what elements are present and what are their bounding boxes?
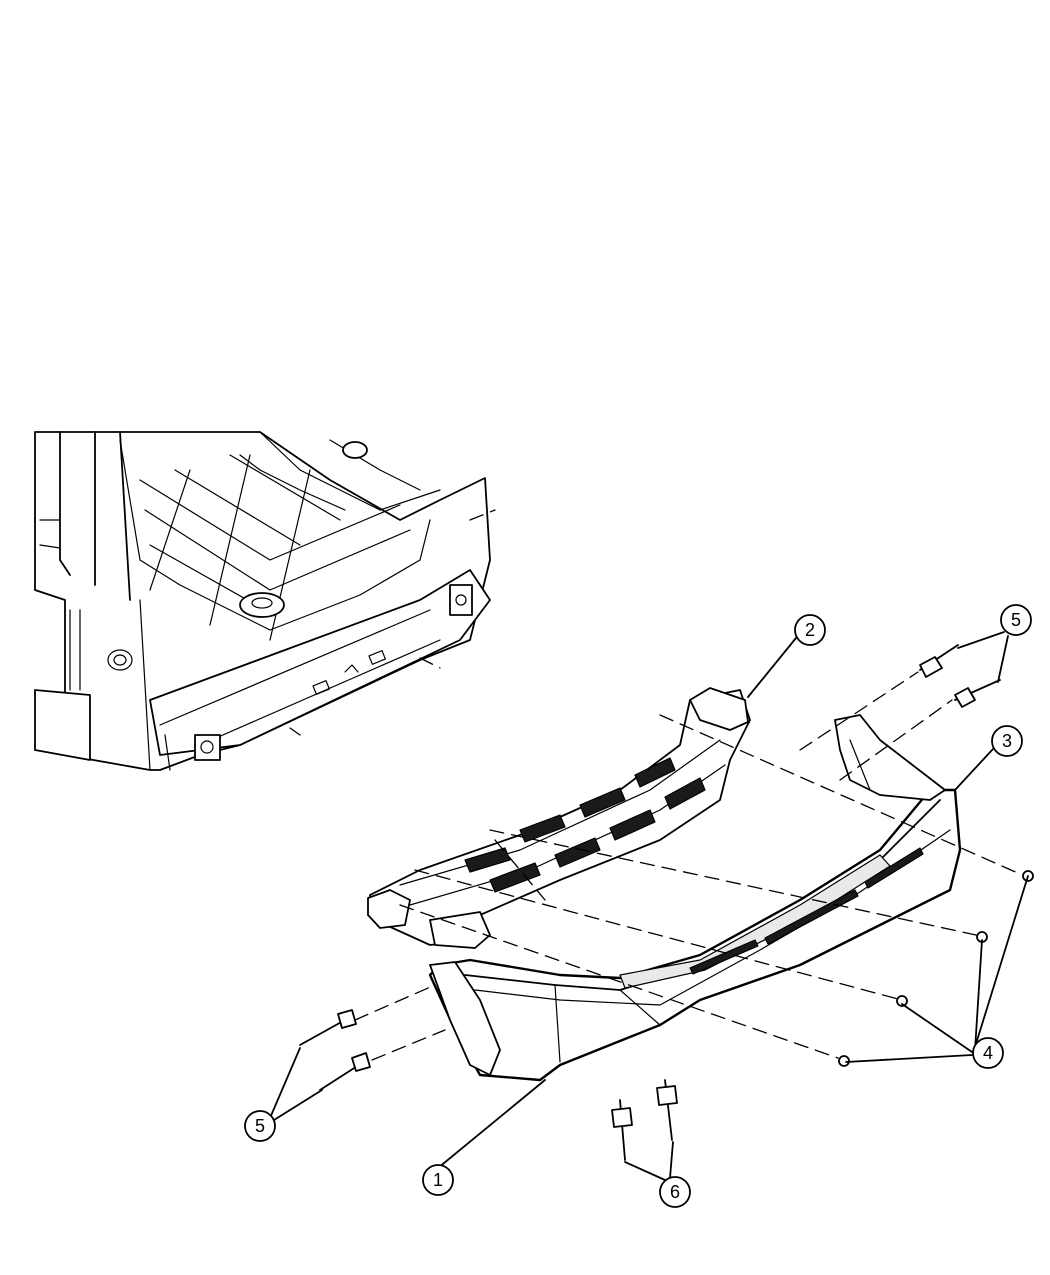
bolts-upper-right (919, 644, 1001, 708)
vehicle-rear-body (34, 431, 496, 771)
bolts-lower-left (299, 1009, 371, 1091)
callout-5-upper: 5 (1000, 604, 1032, 636)
callout-3-label: 3 (1002, 731, 1012, 751)
callout-1-label: 1 (433, 1170, 443, 1190)
callout-6: 6 (659, 1176, 691, 1208)
rivets (611, 1079, 678, 1161)
callout-6-label: 6 (670, 1182, 680, 1202)
callout-5-upper-label: 5 (1011, 610, 1021, 630)
callout-4: 4 (972, 1037, 1004, 1069)
energy-absorber-part (367, 687, 751, 949)
callout-4-label: 4 (983, 1043, 993, 1063)
callout-2: 2 (794, 614, 826, 646)
callout-5-lower-label: 5 (255, 1116, 265, 1136)
callout-3: 3 (991, 725, 1023, 757)
bumper-fascia-part (428, 714, 962, 1082)
leader-lines (269, 631, 1029, 1181)
callout-2-label: 2 (805, 620, 815, 640)
callout-5-lower: 5 (244, 1110, 276, 1142)
callout-1: 1 (422, 1164, 454, 1196)
installation-lines (354, 671, 1021, 1061)
